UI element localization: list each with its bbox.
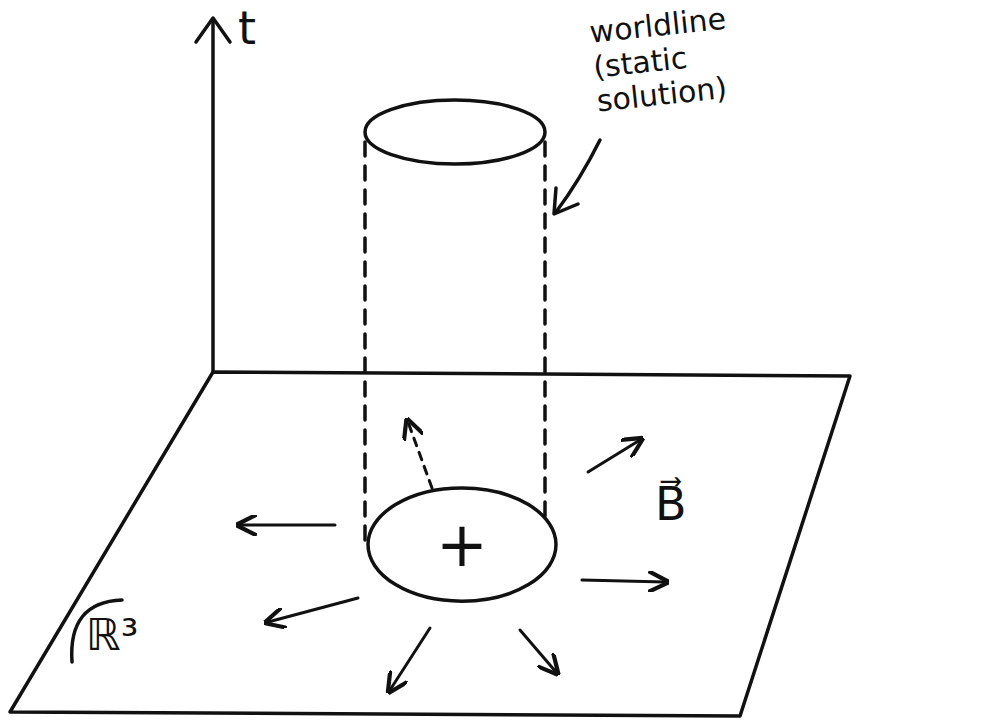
- time-axis-head: [196, 18, 230, 42]
- annotation-arrow-head: [554, 188, 578, 214]
- worldline-top: [365, 100, 545, 164]
- field-arrow: [588, 440, 640, 472]
- annotation-arrow: [556, 140, 600, 212]
- field-label: B⃗: [655, 478, 687, 531]
- field-arrow: [390, 628, 430, 690]
- field-arrow: [268, 598, 358, 622]
- node-text: +: [436, 514, 488, 576]
- field-arrow: [520, 630, 556, 672]
- axis-label: t: [238, 2, 256, 55]
- field-arrow: [582, 580, 665, 582]
- worldline-side: [543, 140, 547, 540]
- space-plane: [10, 372, 850, 716]
- field-arrow: [240, 524, 335, 527]
- time-axis: [211, 22, 215, 372]
- field-arrow: [408, 422, 432, 488]
- annotation-text: worldline (static solution): [588, 0, 798, 119]
- space-label: ℝ³: [86, 610, 139, 661]
- worldline-side: [363, 140, 367, 540]
- charge-circle: +: [365, 485, 559, 604]
